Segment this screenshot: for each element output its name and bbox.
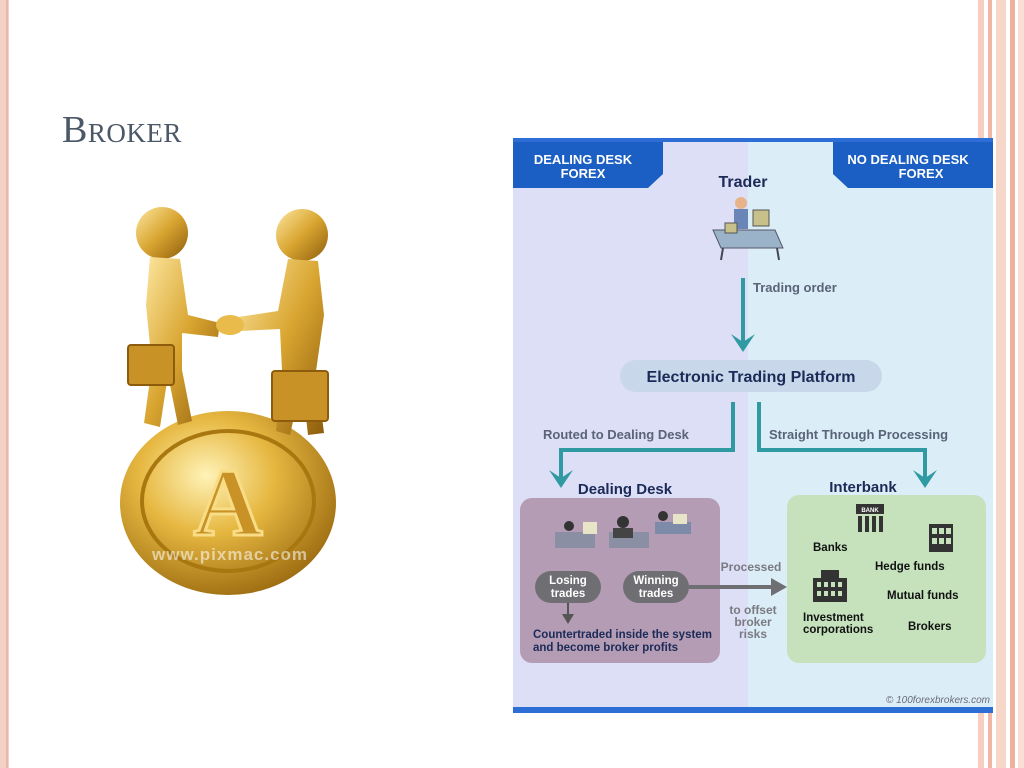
banner-left-line1: DEALING DESK (534, 152, 633, 167)
left-figure (127, 207, 220, 427)
copyright-label: © 100forexbrokers.com (886, 695, 990, 706)
handshake-picture: A (110, 195, 370, 605)
stp-arrow (757, 402, 927, 478)
banner-right-line2: FOREX (899, 166, 944, 181)
gold-coin: A (120, 411, 336, 595)
investment-line2: corporations (803, 624, 873, 636)
image-watermark: www.pixmac.com (152, 545, 309, 564)
countertraded-line2: and become broker profits (533, 642, 678, 654)
coin-letter: A (193, 449, 262, 556)
no-dealing-desk-banner (833, 142, 993, 188)
bank-icon: BANK (856, 504, 884, 532)
losing-line2: trades (551, 588, 586, 600)
stp-label: Straight Through Processing (769, 427, 948, 442)
losing-trades-pill (535, 571, 601, 603)
platform-label: Electronic Trading Platform (647, 369, 856, 386)
right-figure (238, 209, 329, 435)
forex-broker-diagram: DEALING DESK FOREX NO DEALING DESK FOREX… (513, 138, 993, 713)
routed-label: Routed to Dealing Desk (543, 427, 690, 442)
winning-trades-pill (623, 571, 689, 603)
hedge-fund-building-icon (929, 524, 953, 552)
interbank-label: Interbank (829, 479, 897, 496)
winning-line2: trades (639, 588, 674, 600)
losing-line1: Losing (549, 575, 587, 587)
banner-right-line1: NO DEALING DESK (847, 152, 969, 167)
banks-label: Banks (813, 542, 848, 554)
offset-line3: risks (739, 627, 767, 641)
offset-line1: to offset (729, 603, 776, 617)
brokers-label: Brokers (908, 621, 951, 633)
handshake (216, 315, 244, 335)
hedge-funds-label: Hedge funds (875, 561, 945, 573)
office-building-icon (813, 570, 847, 602)
trader-label: Trader (719, 174, 768, 191)
slide-title: Broker (62, 109, 182, 151)
bank-sign: BANK (861, 508, 879, 514)
processed-label: Processed (721, 560, 782, 574)
winning-line1: Winning (633, 575, 678, 587)
offset-line2: broker (734, 615, 772, 629)
platform-box (620, 360, 882, 392)
banner-left-line2: FOREX (561, 166, 606, 181)
slide-left-border (0, 0, 9, 768)
dealing-desk-banner (513, 142, 663, 188)
dealer-icons (555, 511, 691, 548)
countertraded-line1: Countertraded inside the system (533, 629, 712, 641)
investment-line1: Investment (803, 612, 864, 624)
order-label: Trading order (753, 280, 837, 295)
mutual-funds-label: Mutual funds (887, 590, 959, 602)
dealing-desk-label: Dealing Desk (578, 481, 673, 498)
routed-arrow (559, 402, 735, 478)
trader-icon (712, 197, 784, 261)
